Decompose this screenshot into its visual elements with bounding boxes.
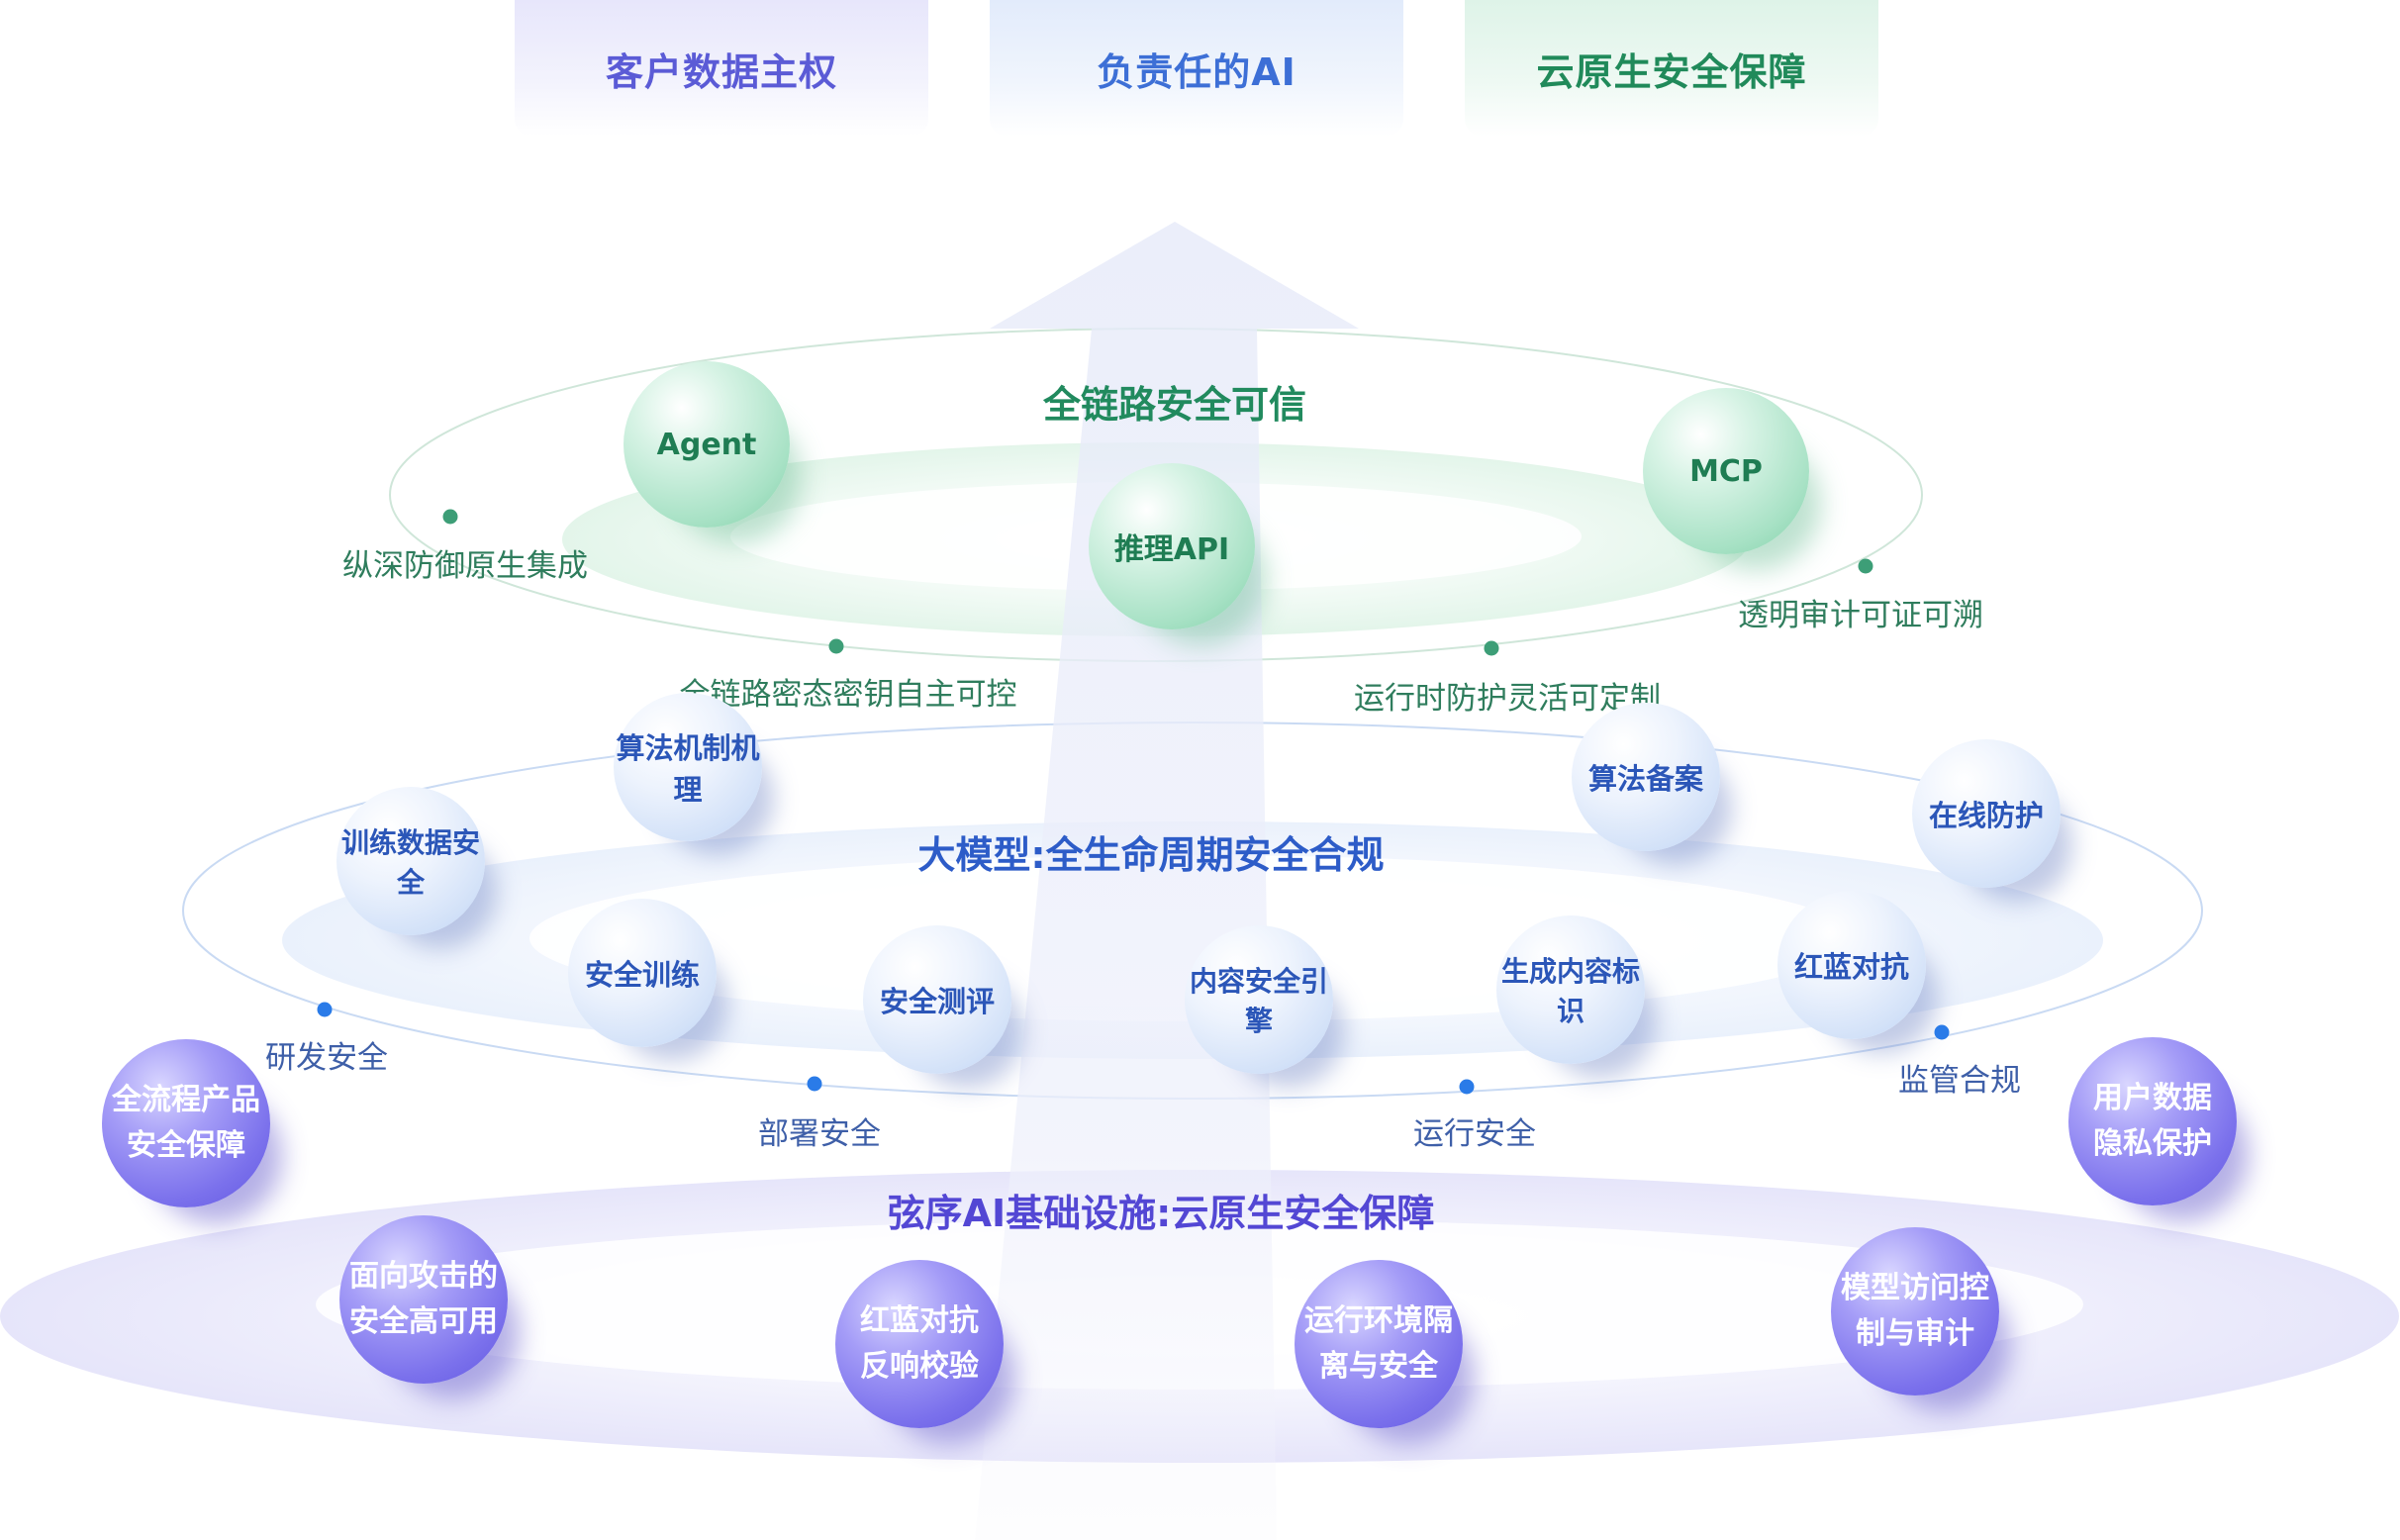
node-label: 模型访问控制与审计 — [1841, 1266, 1989, 1358]
node-algorithm-filing: 算法备案 — [1572, 703, 1720, 851]
node-mcp: MCP — [1643, 388, 1809, 554]
middle-point-regulatory-compliance: 监管合规 — [1898, 1063, 2021, 1099]
node-full-process-security: 全流程产品安全保障 — [102, 1039, 270, 1207]
node-runtime-isolation: 运行环境隔离与安全 — [1295, 1260, 1463, 1428]
node-safety-evaluation: 安全测评 — [863, 925, 1011, 1074]
node-label: 红蓝对抗反响校验 — [860, 1299, 979, 1391]
top-point-dot — [828, 638, 844, 654]
node-label: 算法备案 — [1587, 762, 1703, 796]
node-label: 全流程产品安全保障 — [112, 1078, 260, 1170]
node-label: 红蓝对抗 — [1793, 950, 1909, 984]
node-label: 运行环境隔离与安全 — [1304, 1299, 1453, 1391]
node-label-line: 隐私保护 — [2093, 1126, 2212, 1161]
node-agent: Agent — [624, 361, 790, 528]
top-point-dot — [1858, 558, 1873, 574]
node-label-line: 面向攻击的 — [349, 1258, 498, 1294]
node-label: 内容安全引擎 — [1189, 965, 1328, 1037]
node-online-protection: 在线防护 — [1912, 739, 2061, 888]
node-label: 安全测评 — [879, 985, 995, 1018]
top-point-dot — [1484, 640, 1499, 656]
middle-point-dev-security: 研发安全 — [265, 1040, 388, 1076]
pillar-cloud-native-security: 云原生安全保障 — [1465, 0, 1878, 137]
middle-point-deploy-security: 部署安全 — [758, 1116, 881, 1152]
bottom-layer-title: 弦序AI基础设施:云原生安全保障 — [887, 1192, 1435, 1235]
node-label: 推理API — [1113, 532, 1230, 567]
node-label: Agent — [656, 427, 757, 462]
node-user-data-privacy: 用户数据隐私保护 — [2068, 1037, 2237, 1205]
node-label: 算法机制机理 — [616, 731, 760, 807]
node-label-line: 运行环境隔 — [1304, 1302, 1453, 1338]
node-label-line: 反响校验 — [860, 1349, 979, 1384]
node-label: 在线防护 — [1928, 799, 2044, 832]
node-label: MCP — [1689, 453, 1763, 489]
node-label: 用户数据隐私保护 — [2093, 1076, 2212, 1168]
node-label-line: 全流程产品 — [112, 1082, 260, 1117]
node-label: 训练数据安全 — [340, 826, 480, 899]
upward-arrow — [975, 222, 1359, 1540]
node-label-line: 离与安全 — [1319, 1349, 1438, 1384]
node-label-line: 制与审计 — [1856, 1316, 1974, 1351]
pillar-label: 负责任的AI — [1097, 49, 1296, 94]
pillar-responsible-ai: 负责任的AI — [990, 0, 1403, 137]
node-red-blue-adversarial: 红蓝对抗 — [1777, 891, 1926, 1039]
node-label-line: 安全高可用 — [349, 1304, 498, 1339]
pillar-customer-data-sovereignty: 客户数据主权 — [515, 0, 928, 137]
middle-point-dot — [1459, 1079, 1475, 1095]
top-point-transparent-audit: 透明审计可证可溯 — [1738, 598, 1983, 633]
top-point-key-control: 全链路密态密钥自主可控 — [679, 677, 1017, 713]
node-algorithm-mechanism: 算法机制机理 — [614, 693, 762, 841]
node-training-data-security: 训练数据安全 — [336, 787, 485, 935]
top-point-dot — [442, 509, 458, 525]
pillar-label: 客户数据主权 — [605, 49, 837, 94]
middle-layer-title: 大模型:全生命周期安全合规 — [917, 833, 1385, 877]
node-label-line: 安全保障 — [127, 1128, 245, 1163]
node-attack-resilience: 面向攻击的安全高可用 — [339, 1215, 508, 1384]
pillar-label: 云原生安全保障 — [1536, 49, 1807, 94]
node-generated-content-marking: 生成内容标识 — [1496, 915, 1645, 1064]
top-point-runtime-protection: 运行时防护灵活可定制 — [1354, 681, 1661, 717]
node-label: 面向攻击的安全高可用 — [349, 1254, 498, 1346]
node-safety-training: 安全训练 — [568, 899, 717, 1047]
node-label-line: 模型访问控 — [1841, 1270, 1989, 1305]
node-label: 生成内容标识 — [1500, 955, 1640, 1027]
middle-point-runtime-security: 运行安全 — [1413, 1116, 1536, 1152]
top-layer-title: 全链路安全可信 — [1042, 383, 1307, 427]
node-label: 安全训练 — [584, 958, 700, 992]
node-label-line: 用户数据 — [2093, 1080, 2212, 1115]
middle-point-dot — [807, 1076, 822, 1092]
node-inference-api: 推理API — [1089, 463, 1255, 629]
middle-point-dot — [317, 1002, 333, 1017]
node-content-security-engine: 内容安全引擎 — [1185, 925, 1333, 1074]
node-model-access-audit: 模型访问控制与审计 — [1831, 1227, 1999, 1396]
top-point-defense-in-depth: 纵深防御原生集成 — [342, 548, 588, 584]
node-label-line: 红蓝对抗 — [860, 1302, 979, 1338]
node-red-blue-verification: 红蓝对抗反响校验 — [835, 1260, 1004, 1428]
middle-point-dot — [1934, 1024, 1950, 1040]
